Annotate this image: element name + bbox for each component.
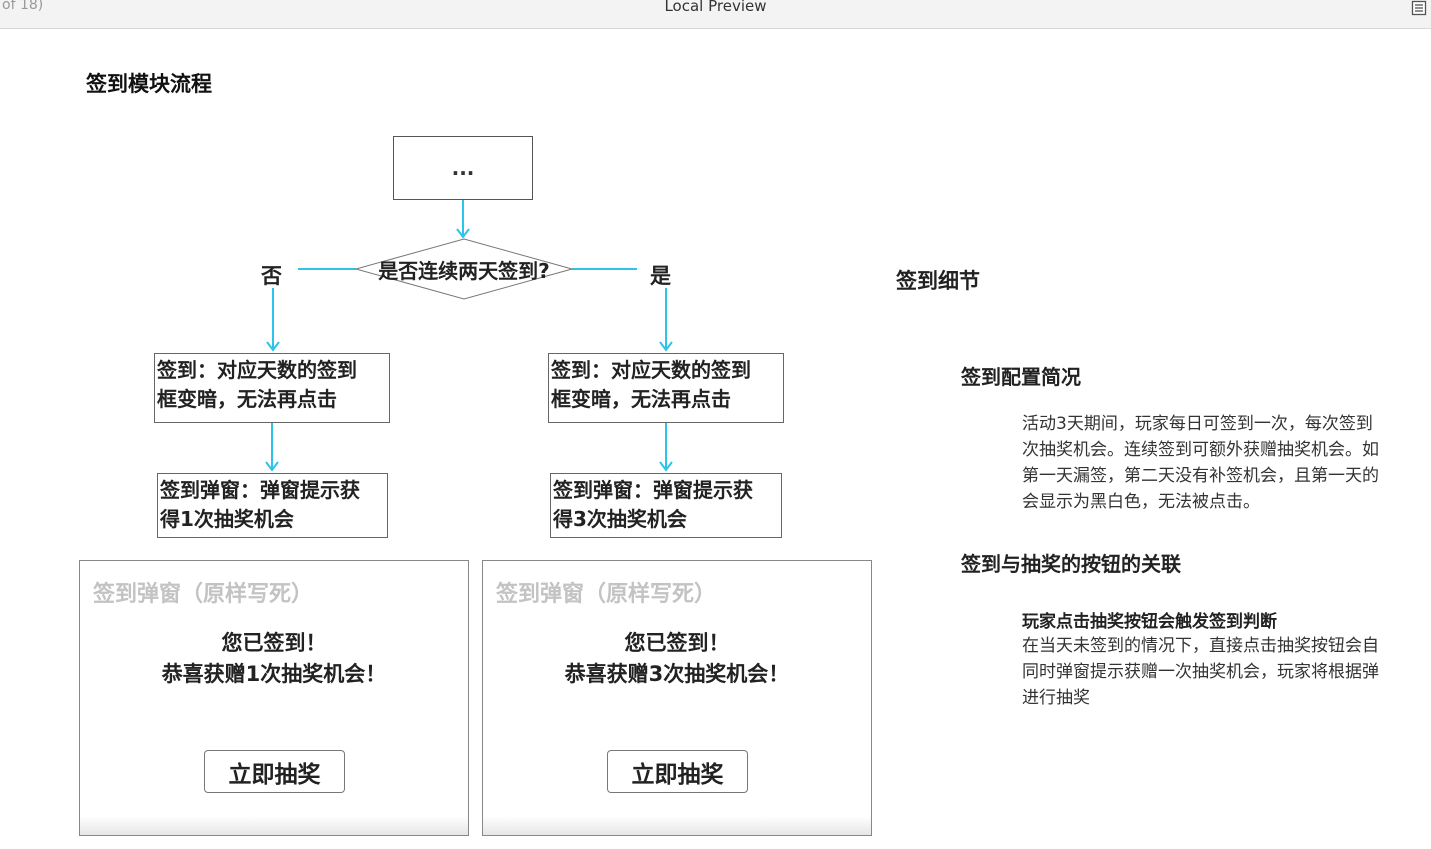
- arrowhead-no: [266, 341, 280, 352]
- arrowhead-yes-step: [659, 461, 673, 472]
- yes-branch-checkin-step: 签到：对应天数的签到 框变暗，无法再点击: [548, 353, 784, 423]
- config-paragraph: 活动3天期间，玩家每日可签到一次，每次签到 次抽奖机会。连续签到可额外获赠抽奖机…: [1022, 411, 1431, 515]
- checkin-popup-mockup-1: 签到弹窗（原样写死） 您已签到！ 恭喜获赠1次抽奖机会！ 立即抽奖: [79, 560, 469, 836]
- paragraph-line: 第一天漏签，第二天没有补签机会，且第一天的: [1022, 466, 1379, 486]
- popup-title: 签到弹窗（原样写死）: [93, 582, 314, 607]
- config-heading: 签到配置简况: [961, 365, 1081, 389]
- paragraph-line: 活动3天期间，玩家每日可签到一次，每次签到: [1022, 414, 1373, 434]
- branch-no-label: 否: [261, 264, 282, 288]
- checkin-popup-mockup-3: 签到弹窗（原样写死） 您已签到！ 恭喜获赠3次抽奖机会！ 立即抽奖: [482, 560, 872, 836]
- document-canvas: 签到模块流程 ... 是否连续两天签到? 否 是 签到：对应天数的签到 框变暗，…: [0, 30, 1431, 849]
- flow-connectors: [265, 200, 673, 472]
- branch-yes-label: 是: [650, 264, 671, 288]
- decision-label: 是否连续两天签到?: [378, 259, 550, 283]
- page-counter: of 18): [2, 0, 44, 13]
- button-link-paragraph: 在当天未签到的情况下，直接点击抽奖按钮会自 同时弹窗提示获赠一次抽奖机会，玩家将…: [1022, 633, 1431, 711]
- popup-message: 您已签到！ 恭喜获赠1次抽奖机会！: [80, 628, 468, 690]
- paragraph-line: 会显示为黑白色，无法被点击。: [1022, 492, 1260, 512]
- title-bar: of 18) Local Preview: [0, 0, 1431, 29]
- step-line: 得3次抽奖机会: [553, 507, 687, 531]
- yes-branch-popup-step: 签到弹窗：弹窗提示获 得3次抽奖机会: [550, 473, 782, 538]
- no-branch-checkin-step: 签到：对应天数的签到 框变暗，无法再点击: [154, 353, 390, 423]
- decision-diamond: [355, 238, 573, 300]
- draw-now-button[interactable]: 立即抽奖: [204, 750, 345, 793]
- step-line: 签到：对应天数的签到: [551, 358, 751, 382]
- button-link-subheading: 玩家点击抽奖按钮会触发签到判断: [1022, 612, 1277, 632]
- flow-start-box: ...: [393, 136, 533, 200]
- step-line: 签到弹窗：弹窗提示获: [553, 478, 753, 502]
- paragraph-line: 进行抽奖: [1022, 688, 1090, 708]
- arrowhead-start: [456, 228, 470, 239]
- no-branch-popup-step: 签到弹窗：弹窗提示获 得1次抽奖机会: [157, 473, 388, 538]
- step-line: 签到：对应天数的签到: [157, 358, 357, 382]
- step-line: 框变暗，无法再点击: [157, 387, 337, 411]
- step-line: 框变暗，无法再点击: [551, 387, 731, 411]
- paragraph-line: 在当天未签到的情况下，直接点击抽奖按钮会自: [1022, 636, 1379, 656]
- draw-now-button[interactable]: 立即抽奖: [607, 750, 748, 793]
- step-line: 得1次抽奖机会: [160, 507, 294, 531]
- button-link-heading: 签到与抽奖的按钮的关联: [961, 552, 1181, 576]
- popup-message: 您已签到！ 恭喜获赠3次抽奖机会！: [483, 628, 871, 690]
- paragraph-line: 同时弹窗提示获赠一次抽奖机会，玩家将根据弹: [1022, 662, 1379, 682]
- arrowhead-yes: [659, 341, 673, 352]
- step-line: 签到弹窗：弹窗提示获: [160, 478, 360, 502]
- popup-line: 恭喜获赠1次抽奖机会！: [161, 662, 387, 686]
- popup-line: 您已签到！: [624, 631, 730, 655]
- page-title: 签到模块流程: [86, 72, 212, 96]
- details-heading: 签到细节: [896, 269, 980, 293]
- popup-title: 签到弹窗（原样写死）: [496, 582, 717, 607]
- window-title: Local Preview: [664, 0, 767, 15]
- menu-list-icon[interactable]: [1411, 0, 1427, 16]
- paragraph-line: 次抽奖机会。连续签到可额外获赠抽奖机会。如: [1022, 440, 1379, 460]
- arrowhead-no-step: [265, 461, 279, 472]
- popup-line: 恭喜获赠3次抽奖机会！: [564, 662, 790, 686]
- popup-line: 您已签到！: [221, 631, 327, 655]
